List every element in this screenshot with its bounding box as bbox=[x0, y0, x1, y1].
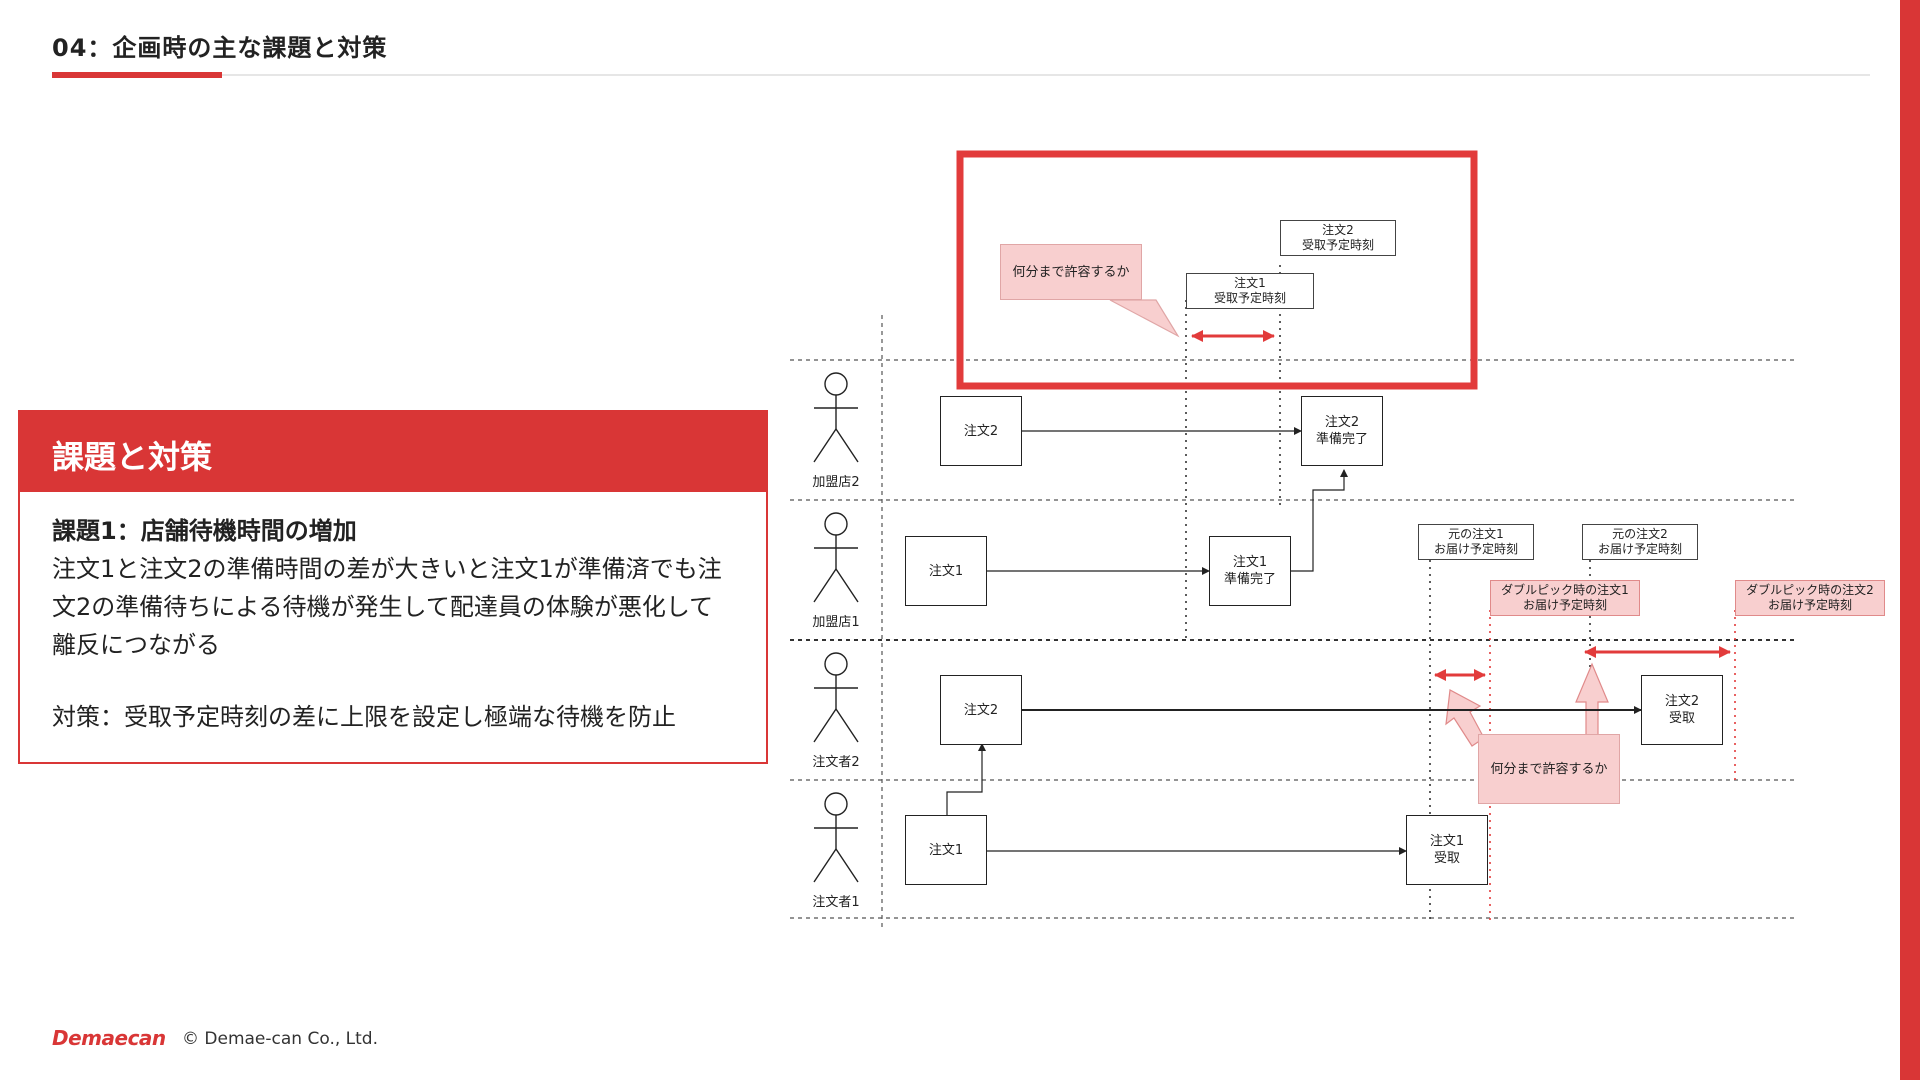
highlight-frame bbox=[956, 150, 1478, 390]
issue-line-3: 離反につながる bbox=[52, 631, 220, 659]
store2-order-box: 注文2 bbox=[940, 396, 1022, 466]
customer2-order-box: 注文2 bbox=[940, 675, 1022, 745]
box-text: 注文1 bbox=[928, 842, 964, 858]
box-text: 準備完了 bbox=[1315, 432, 1368, 447]
callout-top: 何分まで許容するか bbox=[1000, 244, 1142, 300]
box-text: 注文2 bbox=[963, 702, 999, 718]
box-text: 受取 bbox=[1668, 711, 1695, 726]
header-accent-bar bbox=[52, 72, 222, 78]
actor-label-customer1: 注文者1 bbox=[812, 895, 860, 910]
issue-line-2: 文2の準備待ちによる待機が発生して配達員の体験が悪化して bbox=[52, 593, 714, 621]
customer1-receive-box: 注文1 受取 bbox=[1406, 815, 1488, 885]
label-line: ダブルピック時の注文1 bbox=[1501, 583, 1629, 597]
company-logo: Demaecan bbox=[52, 1026, 166, 1050]
actor-figures bbox=[813, 372, 859, 883]
header-divider bbox=[52, 74, 1870, 76]
issue-panel-header: 課題と対策 bbox=[20, 412, 766, 492]
store1-ready-box: 注文1 準備完了 bbox=[1209, 536, 1291, 606]
customer1-order-box: 注文1 bbox=[905, 815, 987, 885]
issue-panel-heading: 課題と対策 bbox=[52, 438, 213, 476]
store1-order-box: 注文1 bbox=[905, 536, 987, 606]
right-edge-bar bbox=[1900, 0, 1920, 1080]
label-line: 元の注文2 bbox=[1612, 527, 1668, 541]
actor-label-customer2: 注文者2 bbox=[812, 755, 860, 770]
label-line: お届け予定時刻 bbox=[1767, 598, 1852, 612]
callout-bottom: 何分まで許容するか bbox=[1478, 734, 1620, 804]
box-text: 注文2 bbox=[1324, 415, 1360, 430]
label-line: 注文2 bbox=[1322, 223, 1354, 237]
label-line: 元の注文1 bbox=[1448, 527, 1504, 541]
actor-label-store2: 加盟店2 bbox=[812, 475, 860, 490]
box-text: 注文1 bbox=[1232, 555, 1268, 570]
spacer bbox=[52, 664, 742, 698]
label-line: 注文1 bbox=[1234, 276, 1266, 290]
box-text: 注文1 bbox=[928, 563, 964, 579]
box-text: 注文2 bbox=[1664, 694, 1700, 709]
countermeasure-text: 対策：受取予定時刻の差に上限を設定し極端な待機を防止 bbox=[52, 703, 676, 731]
issue-title: 課題1：店舗待機時間の増加 bbox=[52, 517, 357, 545]
lane-separators bbox=[790, 315, 1795, 930]
flow-arrows bbox=[946, 427, 1642, 855]
issue-line-1: 注文1と注文2の準備時間の差が大きいと注文1が準備済でも注 bbox=[52, 555, 722, 583]
store2-ready-box: 注文2 準備完了 bbox=[1301, 396, 1383, 466]
box-text: 準備完了 bbox=[1223, 572, 1276, 587]
box-text: 受取 bbox=[1433, 851, 1460, 866]
actor-label-store1: 加盟店1 bbox=[812, 615, 860, 630]
callout-bottom-text: 何分まで許容するか bbox=[1490, 761, 1608, 777]
copyright-text: © Demae-can Co., Ltd. bbox=[182, 1029, 378, 1049]
label-line: ダブルピック時の注文2 bbox=[1746, 583, 1874, 597]
issue-panel: 課題と対策 課題1：店舗待機時間の増加 注文1と注文2の準備時間の差が大きいと注… bbox=[18, 410, 768, 764]
diagram-lines bbox=[790, 150, 1795, 930]
label-line: 受取予定時刻 bbox=[1213, 291, 1286, 305]
label-line: お届け予定時刻 bbox=[1597, 542, 1682, 556]
label-line: お届け予定時刻 bbox=[1433, 542, 1518, 556]
issue-panel-body: 課題1：店舗待機時間の増加 注文1と注文2の準備時間の差が大きいと注文1が準備済… bbox=[52, 512, 742, 736]
callout-top-tail bbox=[1109, 299, 1180, 338]
box-text: 注文1 bbox=[1429, 834, 1465, 849]
callout-top-text: 何分まで許容するか bbox=[1012, 264, 1130, 280]
page-title: 04：企画時の主な課題と対策 bbox=[52, 34, 388, 62]
label-line: 受取予定時刻 bbox=[1301, 238, 1374, 252]
label-line: お届け予定時刻 bbox=[1522, 598, 1607, 612]
customer2-receive-box: 注文2 受取 bbox=[1641, 675, 1723, 745]
callout-arrow-right bbox=[1575, 662, 1609, 739]
box-text: 注文2 bbox=[963, 423, 999, 439]
